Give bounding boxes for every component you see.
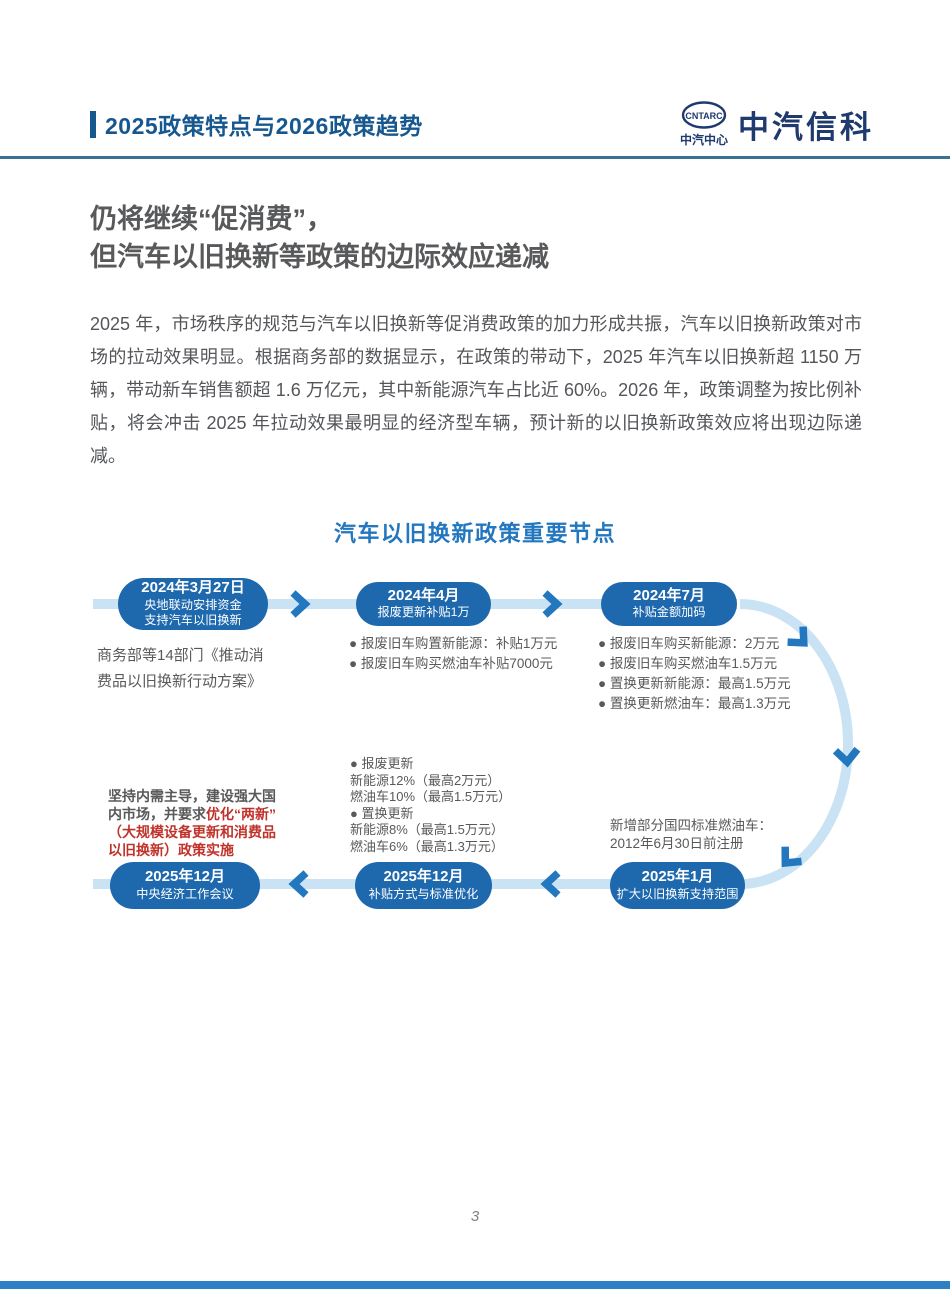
note-line: 新能源12%（最高2万元） xyxy=(350,772,501,788)
milestone-2025-12-subsidy: 2025年12月 补贴方式与标准优化 xyxy=(355,862,492,909)
note-july-details: ● 报废旧车购买新能源：2万元 ● 报废旧车购买燃油车1.5万元 ● 置换更新新… xyxy=(598,634,791,714)
note-bullet: ● 报废旧车购买新能源：2万元 xyxy=(598,636,780,651)
note-text-gray: 坚持内需主导，建设强大国 xyxy=(108,788,276,804)
milestone-label: 支持汽车以旧换新 xyxy=(144,613,242,628)
timeline-arc xyxy=(739,599,853,889)
milestone-label: 扩大以旧换新支持范围 xyxy=(616,886,739,901)
arrow-right-icon xyxy=(290,590,311,618)
note-line: 内市场，并要求优化“两新” xyxy=(108,805,276,823)
header-title-group: 2025政策特点与2026政策趋势 xyxy=(90,107,423,141)
article-heading: 仍将继续“促消费”， 但汽车以旧换新等政策的边际效应递减 xyxy=(90,200,862,276)
page-number: 3 xyxy=(470,1208,480,1225)
note-bullet: ● 置换更新燃油车：最高1.3万元 xyxy=(598,696,791,711)
milestone-2024-03-27: 2024年3月27日 央地联动安排资金 支持汽车以旧换新 xyxy=(118,578,268,630)
note-text-red: （大规模设备更新和消费品 xyxy=(108,824,276,840)
arrow-down-left-icon xyxy=(781,846,802,868)
milestone-label: 中央经济工作会议 xyxy=(136,886,234,901)
note-text-red: 以旧换新）政策实施 xyxy=(108,842,234,858)
page-header: 2025政策特点与2026政策趋势 CNTARC 中汽中心 中汽信科 xyxy=(90,98,874,150)
note-text-gray: 内市场，并要求 xyxy=(108,806,206,822)
note-december-subsidy: ● 报废更新 新能源12%（最高2万元） 燃油车10%（最高1.5万元） ● 置… xyxy=(350,756,511,855)
cntarc-oval-icon: CNTARC xyxy=(681,101,727,129)
milestone-date: 2024年3月27日 xyxy=(141,578,245,596)
note-bullet: ● 置换更新 xyxy=(350,805,414,821)
note-national4: 新增部分国四标准燃油车： 2012年6月30日前注册 xyxy=(610,817,772,853)
header-accent-bar xyxy=(90,110,96,138)
note-text-red: 优化“两新” xyxy=(206,806,276,822)
milestone-date: 2025年12月 xyxy=(144,868,226,886)
arrow-left-icon xyxy=(540,870,561,898)
note-line: 坚持内需主导，建设强大国 xyxy=(108,787,276,805)
note-bullet: ● 报废旧车购置新能源：补贴1万元 xyxy=(349,636,558,651)
milestone-label: 补贴金额加码 xyxy=(632,605,706,620)
note-line: 新能源8%（最高1.5万元） xyxy=(350,822,504,837)
milestone-date: 2025年1月 xyxy=(641,868,714,886)
arrow-right-icon xyxy=(542,590,563,618)
milestone-date: 2024年4月 xyxy=(387,586,460,604)
milestone-2024-04: 2024年4月 报废更新补贴1万 xyxy=(356,582,491,626)
note-line: 商务部等14部门《推动消 xyxy=(97,647,264,664)
milestone-2025-12-meeting: 2025年12月 中央经济工作会议 xyxy=(110,862,260,909)
page-header-title: 2025政策特点与2026政策趋势 xyxy=(105,113,423,139)
footer-bar xyxy=(0,1281,950,1289)
milestone-label: 央地联动安排资金 xyxy=(144,597,242,612)
note-bullet: ● 置换更新新能源：最高1.5万元 xyxy=(598,676,791,691)
arrow-down-right-icon xyxy=(787,626,808,647)
arrow-down-icon xyxy=(832,746,861,768)
header-divider xyxy=(0,156,950,159)
note-bullet: ● 报废旧车购买燃油车补贴7000元 xyxy=(349,656,553,671)
milestone-2024-07: 2024年7月 补贴金额加码 xyxy=(601,582,737,626)
logo-center-label: 中汽中心 xyxy=(679,133,728,147)
note-line: 新增部分国四标准燃油车： xyxy=(610,818,772,833)
brand-name: 中汽信科 xyxy=(738,109,874,145)
note-april-details: ● 报废旧车购置新能源：补贴1万元 ● 报废旧车购买燃油车补贴7000元 xyxy=(349,634,557,674)
note-line: 燃油车10%（最高1.5万元） xyxy=(350,789,512,804)
article-paragraph: 2025 年，市场秩序的规范与汽车以旧换新等促消费政策的加力形成共振，汽车以旧换… xyxy=(90,314,862,466)
milestone-date: 2024年7月 xyxy=(633,586,705,604)
milestone-2025-01: 2025年1月 扩大以旧换新支持范围 xyxy=(610,862,745,909)
timeline-diagram: 汽车以旧换新政策重要节点 2024年3月27日 央地联动安排资金 支 xyxy=(0,500,950,950)
article-heading-line2: 但汽车以旧换新等政策的边际效应递减 xyxy=(90,242,549,272)
article-heading-line1: 仍将继续“促消费”， xyxy=(90,204,333,234)
arrow-left-icon xyxy=(288,870,309,898)
logo-mark: CNTARC 中汽中心 xyxy=(680,100,728,148)
milestone-label: 报废更新补贴1万 xyxy=(377,605,470,620)
milestone-date: 2025年12月 xyxy=(383,868,464,886)
cntarc-text: CNTARC xyxy=(685,111,723,121)
diagram-title: 汽车以旧换新政策重要节点 xyxy=(333,521,616,546)
milestone-label: 补贴方式与标准优化 xyxy=(368,886,479,901)
note-line: 燃油车6%（最高1.3万元） xyxy=(350,838,504,854)
note-line: 2012年6月30日前注册 xyxy=(610,836,744,851)
note-moc-plan: 商务部等14部门《推动消 费品以旧换新行动方案》 xyxy=(97,643,264,695)
company-logo: CNTARC 中汽中心 中汽信科 xyxy=(680,100,874,148)
note-central-meeting: 坚持内需主导，建设强大国 内市场，并要求优化“两新” （大规模设备更新和消费品 … xyxy=(108,787,276,859)
note-bullet: ● 报废旧车购买燃油车1.5万元 xyxy=(598,656,778,671)
article-section: 仍将继续“促消费”， 但汽车以旧换新等政策的边际效应递减 2025 年，市场秩序… xyxy=(90,200,862,473)
note-line: 费品以旧换新行动方案》 xyxy=(97,673,263,690)
note-bullet: ● 报废更新 xyxy=(350,756,414,771)
